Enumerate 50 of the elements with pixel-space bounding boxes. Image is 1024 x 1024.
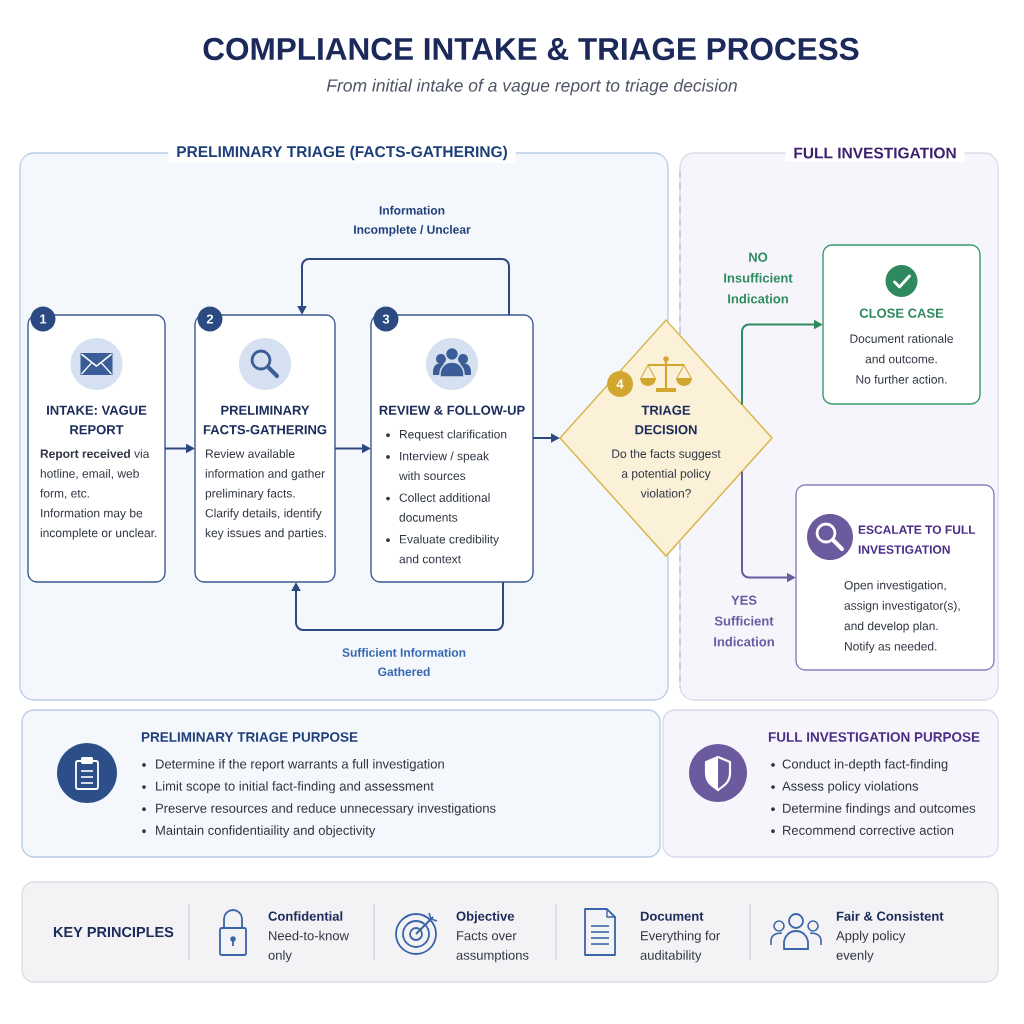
outcome-title: ESCALATE TO FULL INVESTIGATION (858, 525, 976, 554)
arrow (297, 258, 510, 316)
band-heading: KEY PRINCIPLES (53, 926, 174, 938)
purpose-heading: FULL INVESTIGATION PURPOSE (768, 732, 980, 742)
bullet-item: Recommend corrective action (783, 825, 954, 835)
edge-label: Information Incomplete / Unclear (349, 203, 475, 239)
decision-question: Do the facts suggest a potential policy violation? (612, 449, 721, 498)
principle-title: Fair & Consistent (836, 911, 944, 921)
bullet-item: Assess policy violations (782, 781, 919, 794)
arrow (291, 581, 504, 631)
purpose-heading: PRELIMINARY TRIAGE PURPOSE (141, 732, 358, 742)
edge-label: Sufficient Information Gathered (336, 646, 472, 678)
edge-label: NO Insufficient Indication (714, 250, 802, 306)
step-title: PRELIMINARY FACTS-GATHERING (203, 405, 327, 435)
outcome-text: Open investigation, assign investigator(s), and develop plan. Notify as needed. (844, 580, 960, 653)
step-text: Review available information and gather preliminary facts. Clarify details, identify key issues and parties. (205, 449, 326, 540)
number-badge: 4 (607, 371, 633, 397)
number-badge: 3 (373, 306, 399, 332)
step-title: INTAKE: VAGUE REPORT (47, 405, 147, 435)
outcome-title: CLOSE CASE (859, 308, 944, 318)
principle-title: Document (640, 911, 704, 921)
bullet-item: Conduct in-depth fact-finding (782, 759, 948, 772)
bullet-item: Request clarification (400, 429, 507, 441)
step-text: Information may be incomplete or unclear. (40, 508, 157, 540)
principle-text: Apply policy evenly (836, 930, 906, 963)
section-heading: PRELIMINARY TRIAGE (FACTS-GATHERING) (168, 142, 516, 164)
bullet-item: Collect additional documents (399, 493, 490, 522)
principle-text: Need-to-know only (268, 930, 349, 963)
bullet-item: Determine findings and outcomes (783, 803, 976, 816)
decision-title: TRIAGE DECISION (635, 405, 697, 435)
principle-text: Facts over assumptions (456, 931, 529, 963)
number-badge: 1 (30, 306, 56, 332)
step-text: Report received via hotline, email, web form, etc. (40, 449, 150, 499)
step-title: REVIEW & FOLLOW-UP (379, 405, 525, 415)
bullet-item: Preserve resources and reduce unnecessary investigations (156, 803, 496, 816)
bullet-item: Determine if the report warrants a full investigation (156, 759, 444, 772)
outcome-text: Document rationale and outcome. (850, 334, 953, 364)
edge-label: YES Sufficient Indication (700, 593, 788, 649)
bullet-item: Limit scope to initial fact-finding and assessment (156, 781, 434, 794)
principle-title: Objective (456, 911, 515, 924)
section-heading: FULL INVESTIGATION (785, 144, 965, 162)
outcome-text: No further action. (856, 374, 947, 384)
bullet-item: Interview / speak with sources (399, 451, 490, 481)
subtitle: From initial intake of a vague report to triage decision (326, 78, 737, 96)
bullet-item: Maintain confidentiaility and objectivity (156, 825, 376, 838)
number-badge: 2 (197, 306, 223, 332)
principle-text: Everything for auditability (640, 930, 720, 963)
bullet-item: Evaluate credibility and context (399, 534, 499, 564)
title: COMPLIANCE INTAKE & TRIAGE PROCESS (203, 37, 859, 61)
principle-title: Confidential (268, 911, 343, 921)
